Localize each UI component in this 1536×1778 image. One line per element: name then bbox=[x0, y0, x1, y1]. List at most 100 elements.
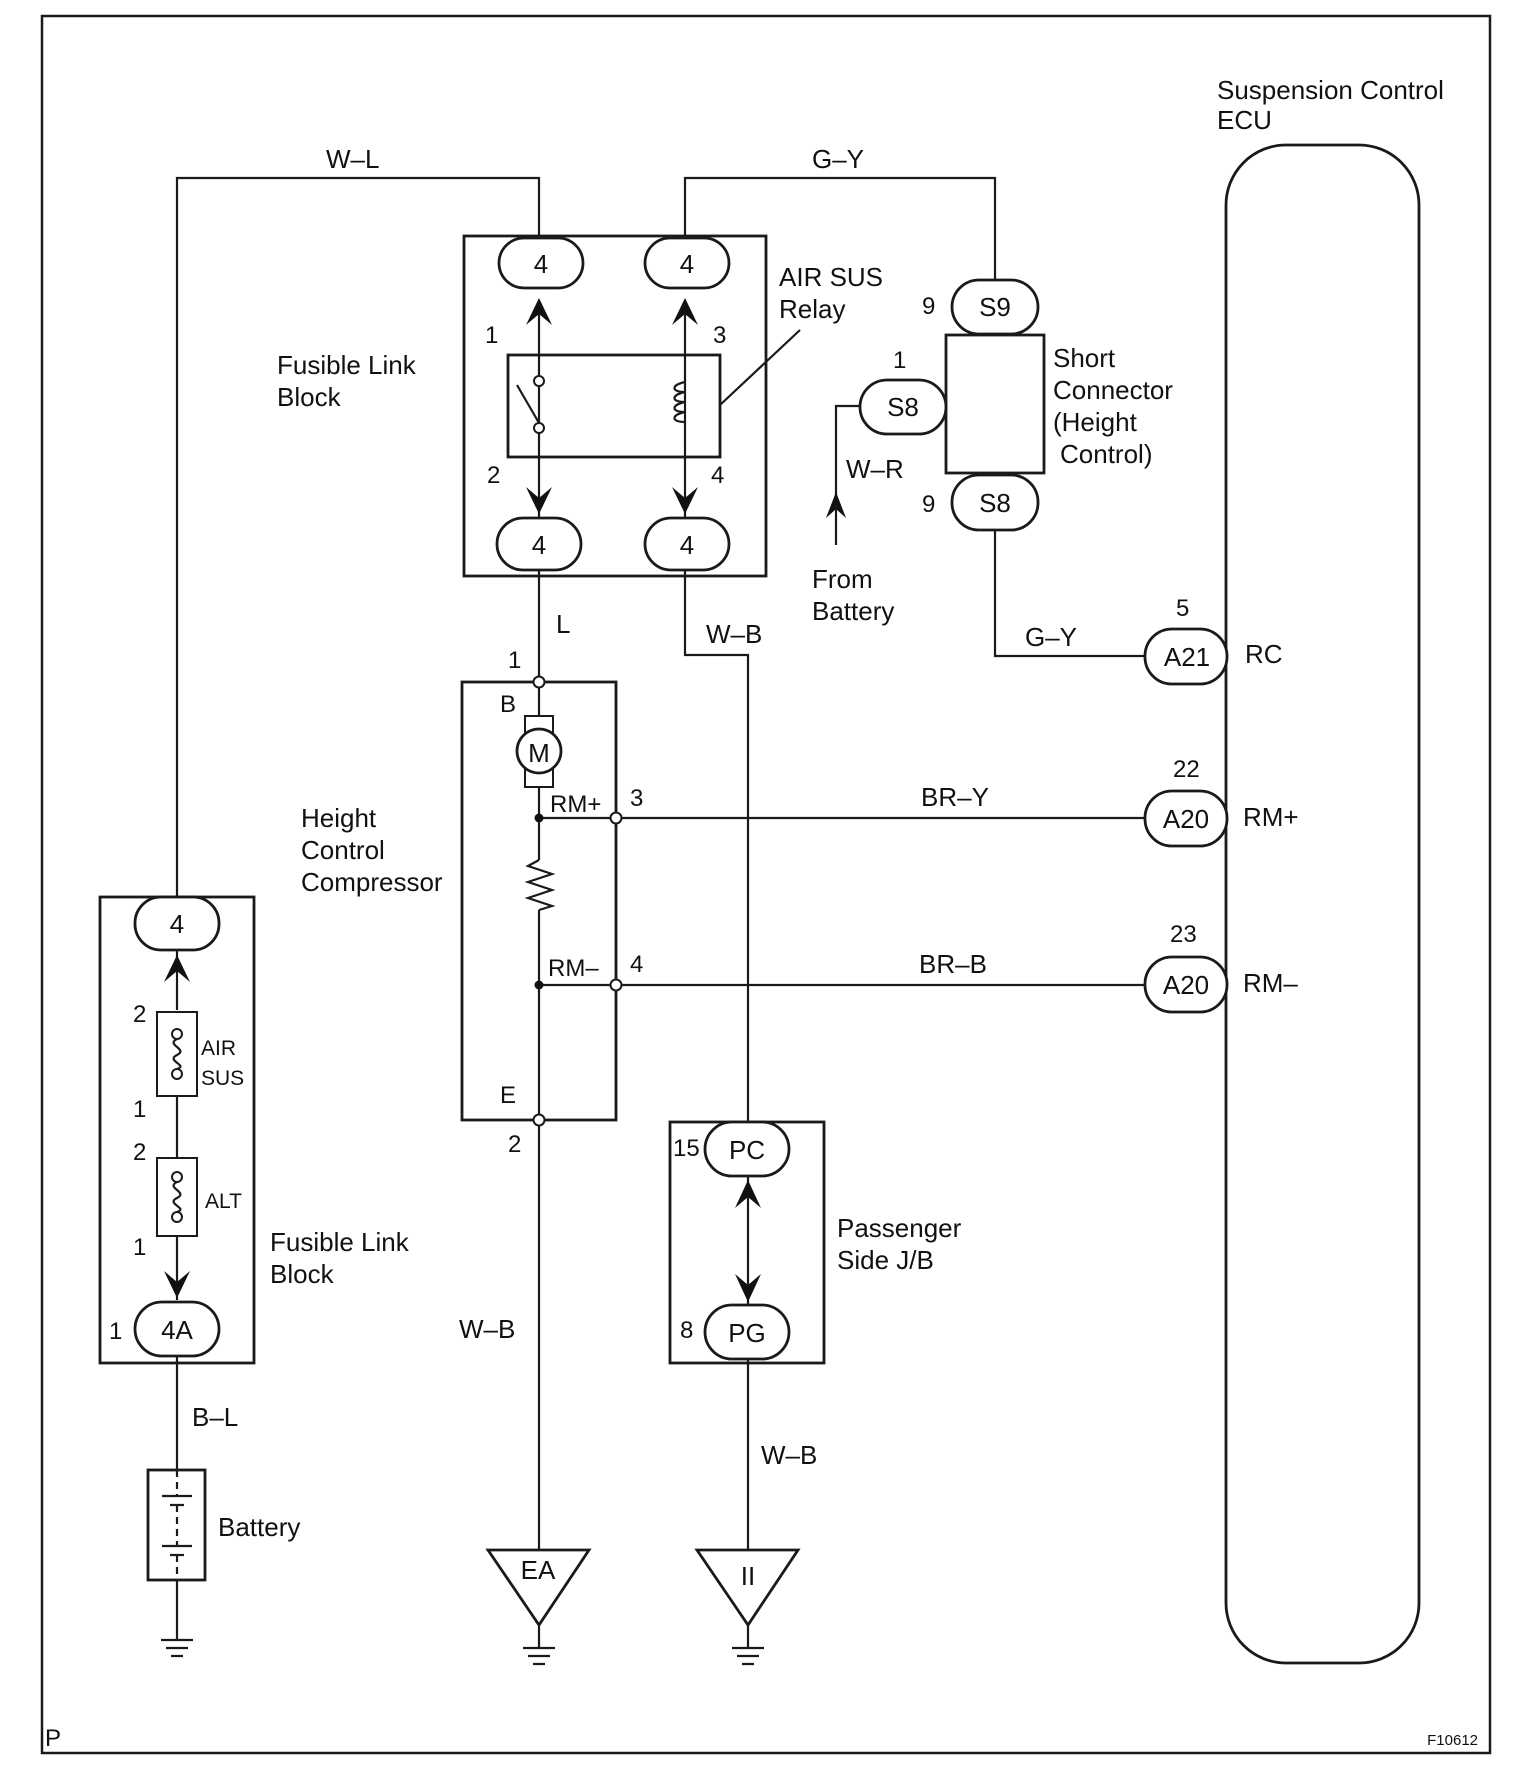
connector-flb-top-left bbox=[497, 236, 585, 290]
flb2-arrow-up-icon bbox=[164, 955, 190, 982]
wires bbox=[175, 176, 1148, 1648]
relay-pin-3: 3 bbox=[713, 322, 726, 349]
fuse-alt-pin-2: 2 bbox=[133, 1139, 146, 1166]
short-connector-label-2: Connector bbox=[1053, 375, 1173, 405]
s8-pin-9: 9 bbox=[922, 491, 935, 518]
wire-label-g-y-ecu: G–Y bbox=[1025, 622, 1077, 652]
wire-label-g-y-top: G–Y bbox=[812, 144, 864, 174]
connector-flb-bot-right-label: 4 bbox=[680, 530, 694, 560]
arrow-up-left-icon bbox=[526, 298, 552, 325]
comp-rm-plus-label: RM+ bbox=[550, 791, 601, 818]
terminal-2 bbox=[532, 1113, 546, 1127]
junction-rm-plus bbox=[534, 813, 544, 823]
ecu-pin-rc: RC bbox=[1245, 639, 1283, 669]
arrow-down-right-icon bbox=[672, 487, 698, 514]
terminal-1 bbox=[532, 675, 546, 689]
connector-flb-bot-right bbox=[643, 516, 731, 572]
comp-pin-e: E bbox=[500, 1082, 516, 1109]
ecu-label-2: ECU bbox=[1217, 105, 1272, 135]
fuse-alt-terminal-bottom bbox=[171, 1211, 183, 1223]
battery-label: Battery bbox=[218, 1512, 300, 1542]
from-battery-label-1: From bbox=[812, 564, 873, 594]
comp-pin-1: 1 bbox=[508, 647, 521, 674]
fuse-air-sus-icon bbox=[172, 1038, 182, 1071]
fuse-air-sus-label-2: SUS bbox=[201, 1067, 244, 1090]
from-battery-label-2: Battery bbox=[812, 596, 894, 626]
fuse-alt-label: ALT bbox=[205, 1190, 242, 1213]
connector-pc bbox=[703, 1120, 791, 1178]
wire-label-w-r: W–R bbox=[846, 454, 904, 484]
short-connector-box bbox=[944, 333, 1046, 475]
connector-a20-minus bbox=[1143, 955, 1229, 1014]
connector-flb-bot-left bbox=[495, 516, 583, 572]
connector-pc-label: PC bbox=[729, 1135, 765, 1165]
wire-g-y-ecu bbox=[993, 530, 1148, 658]
wire-label-w-b-relay: W–B bbox=[706, 619, 762, 649]
diagram-frame bbox=[40, 14, 1492, 1755]
resistor-icon bbox=[524, 859, 556, 912]
ground-ea-label: EA bbox=[521, 1555, 556, 1585]
relay-pin-2: 2 bbox=[487, 462, 500, 489]
terminal-4 bbox=[609, 978, 623, 992]
compressor-label-3: Compressor bbox=[301, 867, 443, 897]
compressor-label-2: Control bbox=[301, 835, 385, 865]
wire-w-r bbox=[834, 404, 860, 505]
fuse-alt-terminal-top bbox=[171, 1171, 183, 1183]
wire-label-w-b-jb: W–B bbox=[761, 1440, 817, 1470]
flb-upper-label-2: Block bbox=[277, 382, 342, 412]
connector-s9-label: S9 bbox=[979, 292, 1011, 322]
connector-s8-left-label: S8 bbox=[887, 392, 919, 422]
fuse-air-sus-terminal-bottom bbox=[171, 1068, 183, 1080]
battery-cell-1 bbox=[162, 1494, 192, 1507]
compressor-label-1: Height bbox=[301, 803, 377, 833]
connector-pg-label: PG bbox=[728, 1318, 766, 1348]
relay-leader-line bbox=[719, 329, 801, 406]
connector-flb2-bot bbox=[133, 1300, 221, 1358]
motor-label: M bbox=[528, 738, 550, 768]
wire-label-b-l: B–L bbox=[192, 1402, 238, 1432]
connector-flb-bot-left-label: 4 bbox=[532, 530, 546, 560]
wire-label-w-l: W–L bbox=[326, 144, 379, 174]
connector-flb-top-right bbox=[643, 236, 731, 290]
suspension-control-ecu bbox=[1224, 143, 1421, 1665]
fuse-air-sus-label-1: AIR bbox=[201, 1037, 236, 1060]
wire-label-w-b-comp: W–B bbox=[459, 1314, 515, 1344]
fuse-alt-pin-1: 1 bbox=[133, 1234, 146, 1261]
air-sus-relay-box bbox=[506, 353, 722, 459]
a20-plus-pin-22: 22 bbox=[1173, 756, 1200, 783]
jb-label-2: Side J/B bbox=[837, 1245, 934, 1275]
jb-label-1: Passenger bbox=[837, 1213, 962, 1243]
connector-s8-lower-label: S8 bbox=[979, 488, 1011, 518]
ecu-label-1: Suspension Control bbox=[1217, 75, 1444, 105]
connector-flb2-bot-label: 4A bbox=[161, 1315, 193, 1345]
short-connector-label-1: Short bbox=[1053, 343, 1116, 373]
fuse-air-pin-1: 1 bbox=[133, 1096, 146, 1123]
flb-lower-label-2: Block bbox=[270, 1259, 335, 1289]
flb2-arrow-down-icon bbox=[164, 1271, 190, 1298]
relay-switch-contact-top bbox=[533, 375, 545, 387]
terminal-3 bbox=[609, 811, 623, 825]
fuse-air-pin-2: 2 bbox=[133, 1001, 146, 1028]
short-connector-label-3: (Height bbox=[1053, 407, 1138, 437]
fusible-link-block-upper bbox=[462, 234, 768, 578]
flb2-pin-1: 1 bbox=[109, 1318, 122, 1345]
wire-w-b-relay bbox=[683, 570, 750, 1122]
junction-rm-minus bbox=[534, 980, 544, 990]
connector-a21 bbox=[1143, 627, 1229, 686]
comp-pin-4: 4 bbox=[630, 951, 643, 978]
relay-coil-icon bbox=[673, 380, 686, 424]
connector-pg bbox=[703, 1303, 791, 1361]
relay-switch-icon bbox=[516, 384, 540, 424]
motor-icon bbox=[515, 727, 563, 775]
fuse-air-sus-terminal-top bbox=[171, 1028, 183, 1040]
connector-a21-label: A21 bbox=[1164, 642, 1210, 672]
connector-s8-left bbox=[858, 378, 948, 436]
wire-label-br-y: BR–Y bbox=[921, 782, 989, 812]
relay-label-1: AIR SUS bbox=[779, 262, 883, 292]
ecu-pin-rm-minus: RM– bbox=[1243, 968, 1298, 998]
relay-pin-4: 4 bbox=[711, 462, 724, 489]
arrow-down-left-icon bbox=[526, 487, 552, 514]
wire-g-y-top bbox=[683, 176, 997, 280]
flb-upper-label-1: Fusible Link bbox=[277, 350, 417, 380]
